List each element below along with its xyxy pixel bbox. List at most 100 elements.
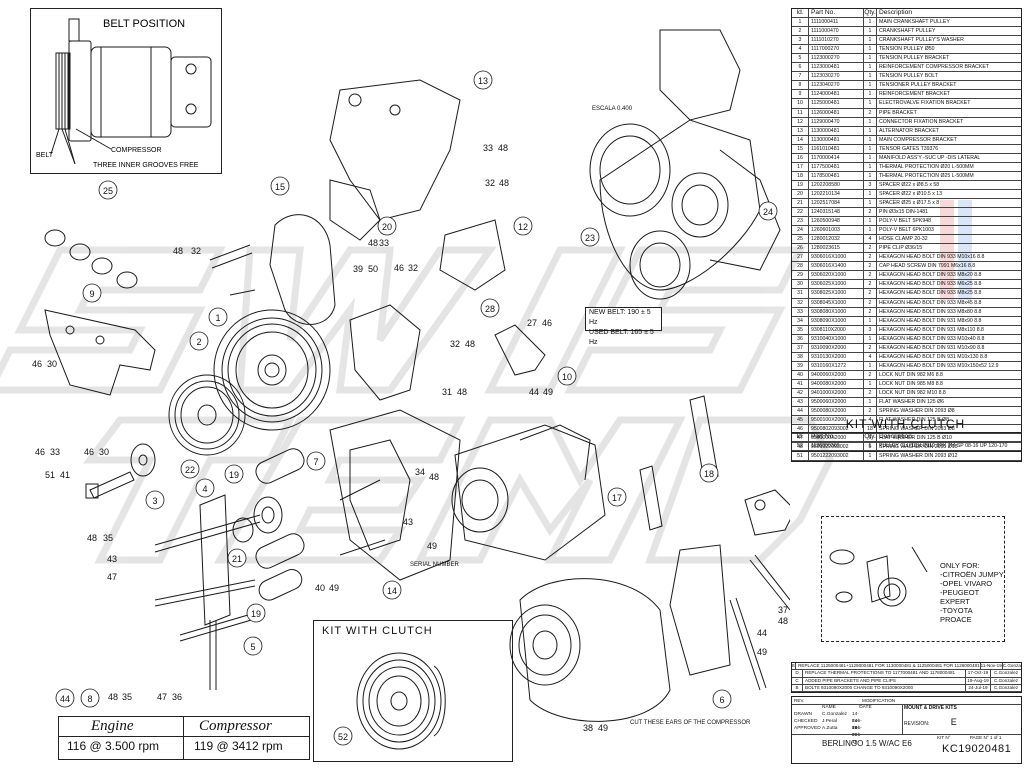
- callout-4: 4: [195, 478, 215, 498]
- table-cell: 32: [792, 298, 809, 307]
- svg-text:50: 50: [368, 264, 378, 274]
- table-cell: PIN Ø3x15 DIN-1481: [879, 209, 929, 216]
- svg-text:32: 32: [485, 178, 495, 188]
- revision-cell: 11-Nov-19: [980, 663, 1003, 670]
- revision-cell: C.Gonzalez: [993, 684, 1018, 690]
- callout-10: 10: [557, 366, 577, 386]
- svg-text:52: 52: [338, 732, 348, 742]
- compressor-upper: [451, 424, 606, 561]
- table-cell: 2: [864, 262, 877, 271]
- table-cell: HEXAGON HEAD BOLT DIN 933 M8x20 8.8: [879, 272, 982, 279]
- table-cell: TENSION PULLEY BOLT: [879, 73, 938, 80]
- table-cell: 9308090X1000: [809, 316, 864, 325]
- table-cell: SPRING WASHER DIN 2093 Ø12: [879, 453, 958, 460]
- only-for-item: -OPEL VIVARO: [940, 579, 993, 588]
- table-cell: HEXAGON HEAD BOLT DIN 933 M10x150x52 12.…: [879, 362, 999, 369]
- table-cell: 1: [864, 135, 877, 144]
- belt-position-drawing: BELT POSITION COMPRESSOR BELT THREE INNE…: [36, 18, 212, 169]
- table-cell: 3: [864, 325, 877, 334]
- new-belt-frequency: NEW BELT: 190 ± 5 Hz: [589, 309, 651, 326]
- table-cell: 9308080X1000: [809, 307, 864, 316]
- callout-6: 6: [712, 689, 732, 709]
- revision-cell: 17-Oct-19: [966, 670, 991, 677]
- table-cell: 4: [864, 416, 877, 425]
- table-cell: 12: [792, 117, 809, 126]
- table-cell: CRANKSHAFT PULLEY: [879, 28, 936, 35]
- table-cell: TENSIONER PULLEY BRACKET: [879, 82, 957, 89]
- department: MOUNT & DRIVE KITS: [904, 705, 957, 711]
- table-cell: HEXAGON HEAD BOLT DIN 933 M8x25 8.8: [879, 290, 982, 297]
- table-cell: 22: [792, 208, 809, 217]
- svg-text:33: 33: [50, 447, 60, 457]
- table-cell: 25: [792, 235, 809, 244]
- table-cell: 1202210134: [809, 189, 864, 198]
- svg-text:51: 51: [45, 470, 55, 480]
- table-row: 52 1196000300 1 PULLEY CLUTCH Ø119 8PK T…: [792, 442, 1021, 451]
- table-cell: THERMAL PROTECTION Ø20 L-500MM: [879, 163, 974, 170]
- table-cell: 1123000481: [809, 63, 864, 72]
- table-cell: MAIN COMPRESSOR BRACKET: [879, 136, 957, 143]
- table-cell: PIPE CLIP Ø36/15: [879, 245, 923, 252]
- table-cell: 9306020X1000: [809, 271, 864, 280]
- table-cell: 11: [792, 108, 809, 117]
- table-cell: 46: [792, 425, 809, 434]
- svg-text:22: 22: [185, 465, 195, 475]
- callout-23: 23: [580, 227, 600, 247]
- table-cell: ELECTROVALVE FIXATION BRACKET: [879, 100, 971, 107]
- svg-text:1: 1: [215, 313, 220, 323]
- svg-text:19: 19: [229, 470, 239, 480]
- kit-with-clutch-title: KIT WITH CLUTCH: [322, 625, 433, 637]
- table-cell: THERMAL PROTECTION Ø25 L-500MM: [879, 172, 974, 179]
- svg-text:48: 48: [465, 339, 475, 349]
- table-cell: 2: [864, 388, 877, 398]
- revision-cell: E: [792, 663, 797, 670]
- only-for-item: -TOYOTA PROACE: [940, 606, 973, 624]
- svg-text:6: 6: [719, 695, 724, 705]
- revision-cell: C: [792, 677, 803, 684]
- svg-text:49: 49: [543, 387, 553, 397]
- table-cell: 9500060X2000: [809, 398, 864, 407]
- table-cell: 9308025X1000: [809, 289, 864, 298]
- table-cell: HEXAGON HEAD BOLT DIN 933 M8x45 8.8: [879, 299, 982, 306]
- svg-text:27: 27: [527, 318, 537, 328]
- callout-13: 13: [473, 70, 493, 90]
- table-cell: 1123030270: [809, 72, 864, 81]
- table-cell: 39: [792, 361, 809, 370]
- table-cell: 1260500948: [809, 217, 864, 226]
- table-cell: 1117000270: [809, 45, 864, 54]
- svg-text:21: 21: [232, 554, 242, 564]
- svg-text:48: 48: [429, 472, 439, 482]
- table-cell: 9306025X1000: [809, 280, 864, 289]
- revision-cell: C.Gonzalez: [993, 670, 1018, 676]
- table-cell: TENSOR GATES T39376: [879, 145, 939, 152]
- table-cell: 42: [792, 388, 809, 398]
- table-cell: 1: [864, 226, 877, 235]
- performance-box: Engine Compressor 116 @ 3.500 rpm 119 @ …: [58, 716, 310, 760]
- table-cell: 1: [864, 361, 877, 370]
- svg-text:49: 49: [757, 647, 767, 657]
- callout-14: 14: [382, 580, 402, 600]
- table-cell: 1: [864, 45, 877, 54]
- svg-text:48: 48: [499, 178, 509, 188]
- serial-number-label: SERIAL NUMBER: [410, 562, 459, 568]
- table-cell: 1260601003: [809, 226, 864, 235]
- table-cell: CONNECTOR FIXATION BRACKET: [879, 118, 964, 125]
- callout-5: 5: [243, 636, 263, 656]
- table-cell: 9501222093002: [809, 452, 864, 461]
